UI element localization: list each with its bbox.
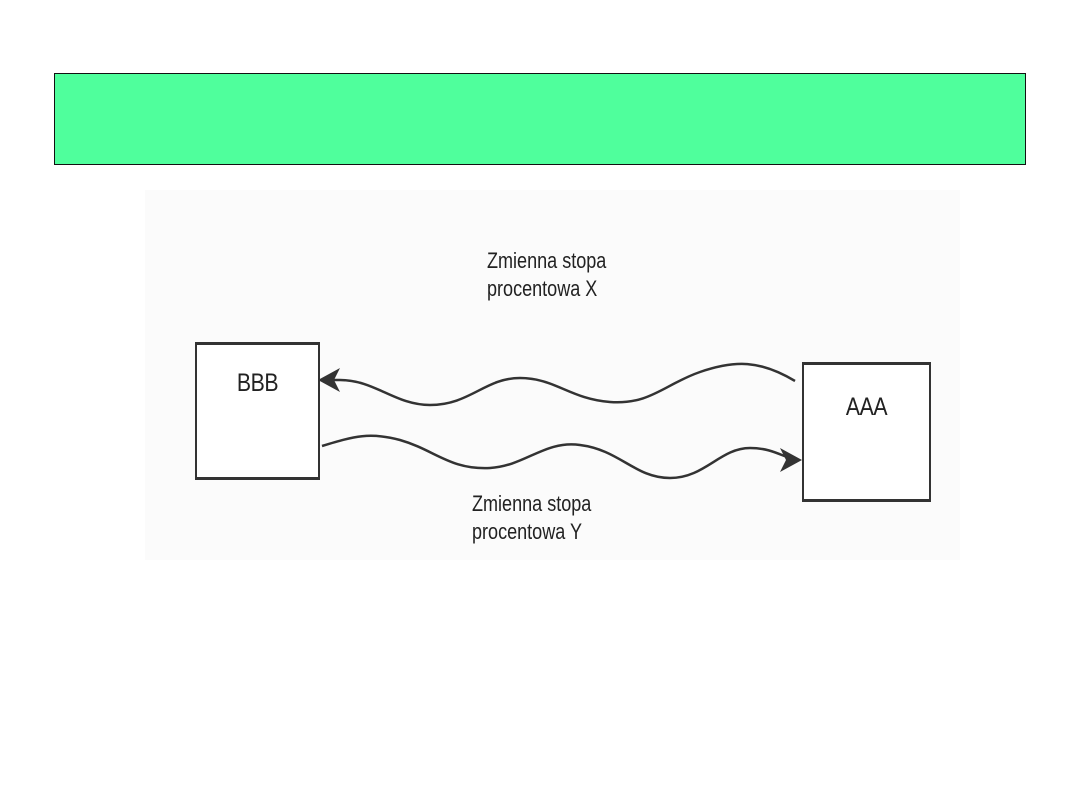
party-aaa-box: AAA: [802, 362, 931, 502]
slide-title-bar: [54, 73, 1026, 165]
flow-x-label-line1: Zmienna stopa: [487, 248, 607, 273]
party-bbb-label: BBB: [236, 369, 279, 397]
flow-y-wave: [321, 434, 796, 480]
flow-y-label: Zmienna stopa procentowa Y: [472, 490, 591, 546]
flow-x-wave: [322, 362, 796, 407]
party-aaa-label: AAA: [845, 393, 888, 421]
flow-y-label-line1: Zmienna stopa: [472, 491, 592, 516]
party-bbb-box: BBB: [195, 342, 320, 480]
flow-x-label-line2: procentowa X: [487, 276, 598, 301]
flow-y-arrowhead-icon: [780, 448, 802, 472]
flow-x-arrowhead-icon: [318, 368, 340, 392]
flow-x-label: Zmienna stopa procentowa X: [487, 247, 606, 303]
flow-y-label-line2: procentowa Y: [472, 519, 582, 544]
